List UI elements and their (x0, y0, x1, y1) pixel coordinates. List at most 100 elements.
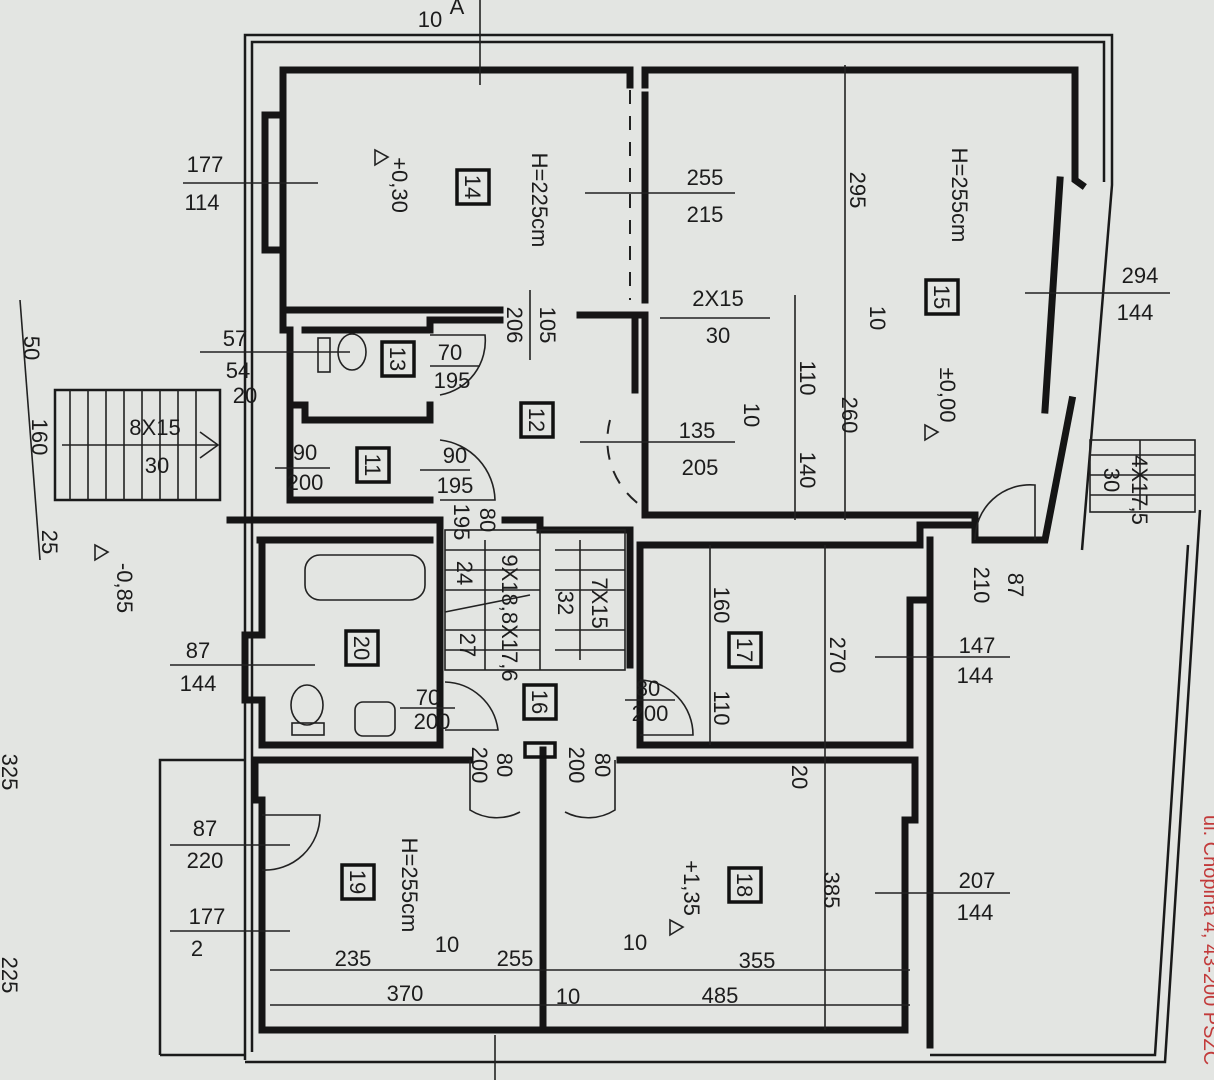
label: 485 (702, 983, 739, 1008)
label: 144 (1117, 300, 1154, 325)
label: 160 (709, 587, 734, 624)
address-stamp: ul. Chopina 4, 43-200 PSZC (1199, 815, 1214, 1065)
level-room-14: +0,30 (387, 157, 412, 213)
room-number-20: 20 (349, 636, 374, 660)
label: 255 (497, 946, 534, 971)
label: 30 (145, 453, 169, 478)
label: 20 (233, 383, 257, 408)
room-number-17: 17 (732, 638, 757, 662)
label: 135 (679, 418, 716, 443)
label: 200 (414, 709, 451, 734)
label: 195 (449, 504, 474, 541)
label: 294 (1122, 263, 1159, 288)
section-marker-label: A (450, 0, 465, 19)
label: 30 (706, 323, 730, 348)
label: 80 (590, 753, 615, 777)
label: 20 (787, 765, 812, 789)
label: 70 (438, 340, 462, 365)
label: 144 (180, 671, 217, 696)
label: 195 (437, 473, 474, 498)
room-number-boxes (340, 168, 960, 904)
exterior-stairs (1089, 439, 1196, 513)
label: 235 (335, 946, 372, 971)
label: 10 (739, 403, 764, 427)
room-number-15: 15 (929, 285, 954, 309)
label: 10 (865, 306, 890, 330)
label: 24 (452, 561, 477, 585)
label: 355 (739, 948, 776, 973)
label: 140 (795, 452, 820, 489)
room-number-14: 14 (460, 175, 485, 199)
label: 215 (687, 202, 724, 227)
label: 27 (455, 633, 480, 657)
label: 270 (825, 637, 850, 674)
room-number-11: 11 (360, 454, 385, 477)
interior-walls (226, 66, 1087, 1049)
label: 260 (837, 397, 862, 434)
label: 207 (959, 868, 996, 893)
label: 325 (0, 754, 22, 791)
label: 200 (467, 747, 492, 784)
label: 205 (682, 455, 719, 480)
label: 10 (556, 984, 580, 1009)
label: 206 (502, 307, 527, 344)
label: 200 (287, 470, 324, 495)
label: 9X18,8X17,6 (497, 554, 522, 681)
level-outside: -0,85 (112, 563, 137, 613)
room-number-16: 16 (527, 690, 552, 714)
label: 70 (416, 685, 440, 710)
label: 25 (37, 530, 62, 554)
label: 87 (1003, 573, 1028, 597)
label: 90 (443, 443, 467, 468)
label: 57 (223, 326, 247, 351)
label: 2 (191, 936, 203, 961)
room-number-18: 18 (732, 873, 757, 897)
dimension-labels: 20 295 10 110 260 10 140 160 110 270 20 … (0, 172, 890, 1009)
level-markers (94, 148, 940, 937)
entry-stairs (53, 388, 222, 502)
label: 220 (187, 848, 224, 873)
label: 10 (623, 930, 647, 955)
label: 10 (435, 932, 459, 957)
height-room-14: H=225cm (527, 153, 552, 248)
top-dimension: 10 (418, 7, 442, 32)
label: 105 (535, 307, 560, 344)
label: 295 (845, 172, 870, 209)
label: 200 (632, 701, 669, 726)
label: 54 (226, 358, 250, 383)
label: 87 (186, 638, 210, 663)
stair-labels: 8X15 30 9X18,8X17,6 24 27 7X15 32 4X17,5… (129, 415, 1152, 682)
room-number-13: 13 (385, 347, 410, 371)
label: 385 (819, 872, 844, 909)
label: 177 (189, 904, 226, 929)
label: 144 (957, 663, 994, 688)
level-room-18: +1,35 (679, 860, 704, 916)
label: 110 (709, 690, 734, 725)
opening-labels: 177 114 255 215 105 206 2X15 30 294 144 … (180, 152, 1159, 961)
label: 32 (553, 591, 578, 615)
label: 255 (687, 165, 724, 190)
label: 160 (27, 419, 52, 456)
label: 114 (184, 190, 219, 215)
room-number-12: 12 (524, 408, 549, 432)
label: 200 (564, 747, 589, 784)
label: 2X15 (692, 286, 743, 311)
room-number-19: 19 (345, 870, 370, 894)
label: 50 (19, 336, 44, 360)
label: 195 (434, 368, 471, 393)
label: 210 (969, 567, 994, 604)
label: 90 (293, 440, 317, 465)
label: 7X15 (587, 577, 612, 628)
outer-walls (158, 33, 1202, 1064)
label: 370 (387, 981, 424, 1006)
level-room-15: ±0,00 (935, 368, 960, 423)
height-room-15: H=255cm (947, 148, 972, 243)
door-swings (261, 334, 1036, 871)
label: 144 (957, 900, 994, 925)
label: 225 (0, 957, 22, 994)
label: 177 (187, 152, 224, 177)
height-room-19: H=255cm (397, 838, 422, 933)
label: 147 (959, 633, 996, 658)
label: 30 (1099, 468, 1124, 492)
